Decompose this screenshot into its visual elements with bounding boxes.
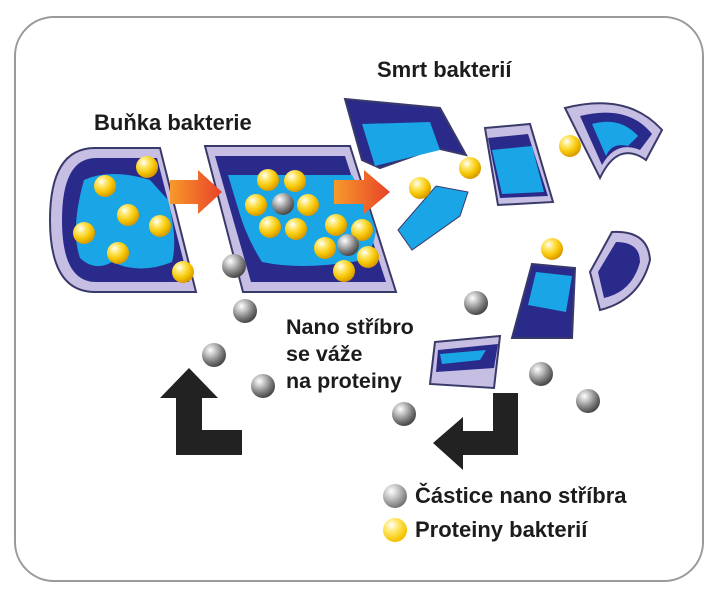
diagram-frame: [14, 16, 704, 582]
arrow-right-icon-2: [334, 170, 390, 214]
silver-binds-line-2: se váže: [286, 342, 363, 366]
legend-item-protein: Proteiny bakterií: [383, 517, 587, 543]
arrow-left-return-icon: [433, 393, 518, 470]
bacterial-cell-fragments: [343, 97, 664, 390]
silver-binds-line-1: Nano stříbro: [286, 315, 414, 339]
silver-binds-line-3: na proteiny: [286, 369, 402, 393]
bacterial-cell-label: Buňka bakterie: [94, 110, 252, 135]
legend-label-silver: Částice nano stříbra: [415, 483, 627, 508]
protein-particles: [73, 135, 581, 283]
bacteria-death-label: Smrt bakterií: [377, 57, 512, 82]
arrow-up-return-icon: [160, 368, 242, 455]
protein-particle-icon: [383, 518, 407, 542]
silver-binds-label: Nano stříbro se váže na proteiny: [286, 314, 414, 395]
arrow-right-icon-1: [170, 170, 222, 214]
silver-particles: [202, 193, 600, 426]
legend-item-silver: Částice nano stříbra: [383, 483, 627, 509]
silver-particle-icon: [383, 484, 407, 508]
legend-label-protein: Proteiny bakterií: [415, 517, 588, 542]
